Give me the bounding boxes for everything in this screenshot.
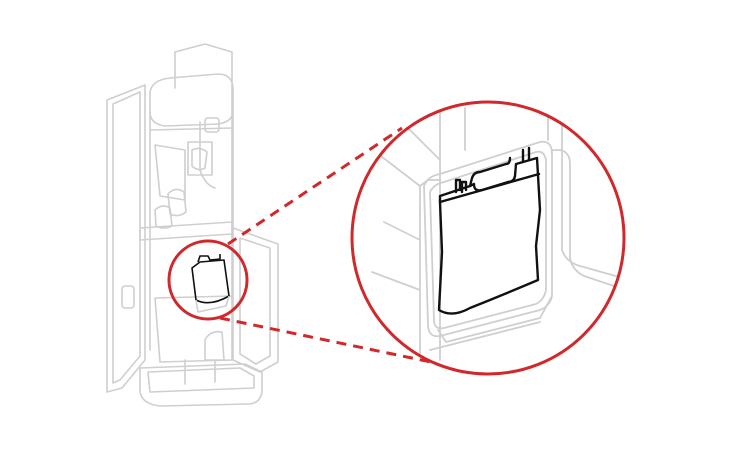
filter-pouch-magnified [437, 146, 542, 315]
top-lid [149, 73, 234, 127]
back-panel-inner [112, 91, 141, 384]
callout-leader-lines [219, 126, 451, 368]
small-callout-circle [167, 239, 249, 321]
leader-line-bottom [219, 316, 451, 368]
side-clip [121, 285, 135, 309]
upper-tower [174, 43, 233, 301]
door-edge [551, 149, 624, 291]
base [139, 363, 263, 407]
nozzle [167, 188, 187, 217]
side-door-inner [239, 237, 271, 365]
latch-top [204, 117, 220, 133]
appliance-body [106, 43, 279, 407]
back-panel [106, 84, 146, 393]
shelf [139, 221, 233, 241]
leader-line-top [227, 126, 403, 246]
side-door [232, 227, 279, 373]
magnifier-callout-icon [350, 100, 626, 376]
large-callout-circle [350, 100, 626, 376]
filter-pouch-icon [191, 254, 230, 313]
upper-mechanism [187, 141, 213, 176]
